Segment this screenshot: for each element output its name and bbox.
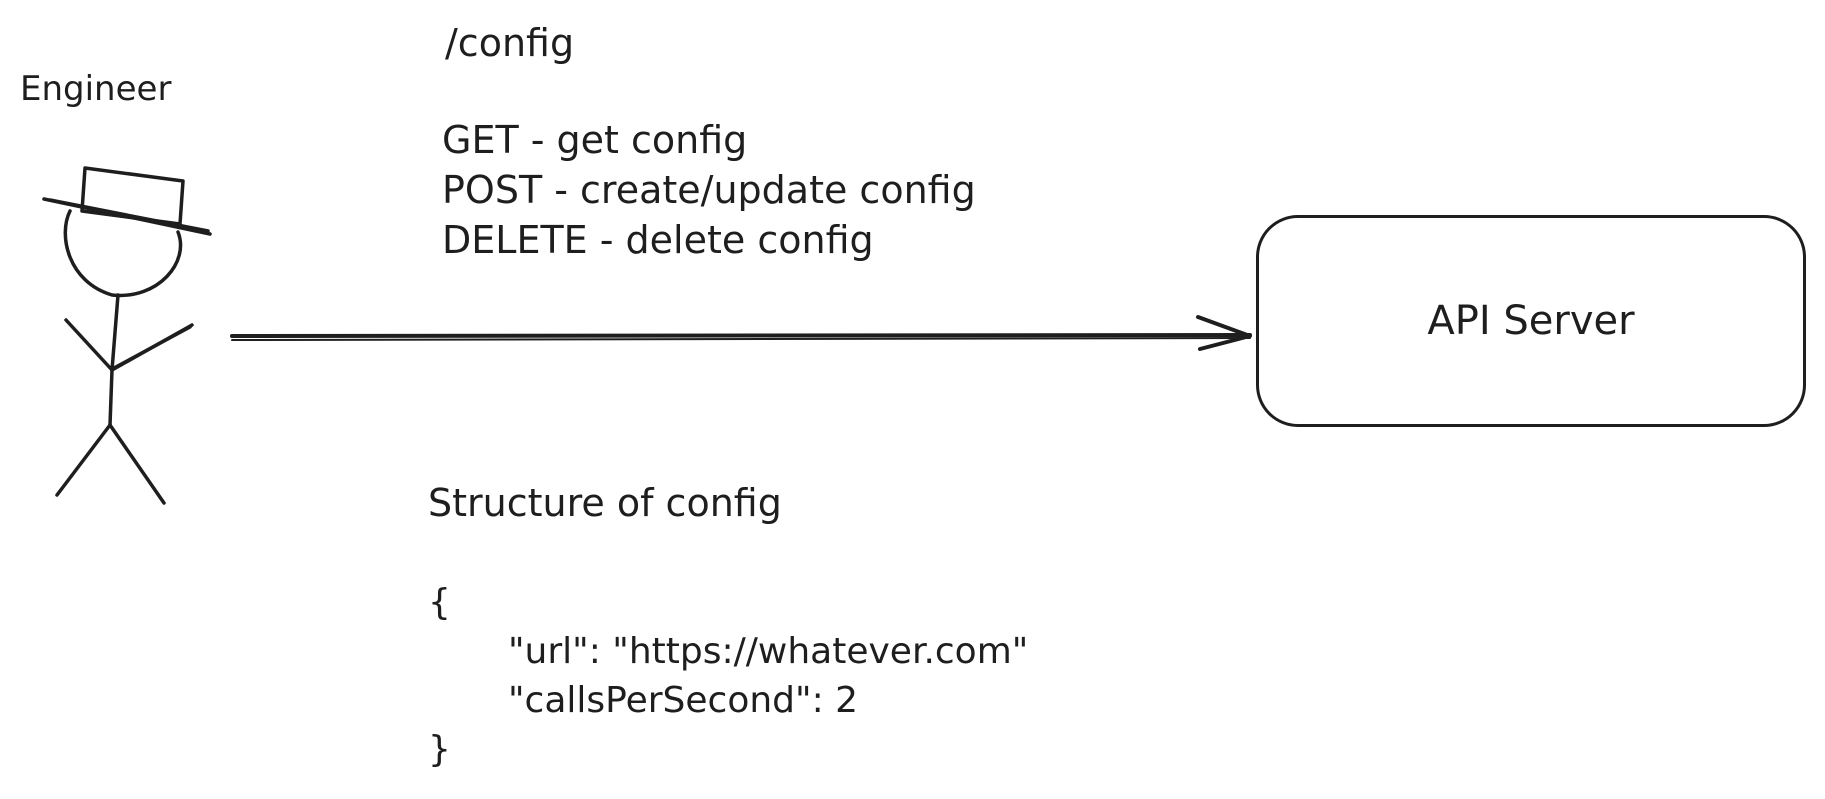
http-methods-list: GET - get config POST - create/update co… <box>442 115 976 265</box>
config-structure-title: Structure of config <box>428 481 782 525</box>
api-server-box: API Server <box>1256 215 1806 427</box>
arrow-head <box>1196 315 1252 351</box>
method-delete: DELETE - delete config <box>442 218 874 262</box>
close-brace: } <box>428 729 451 770</box>
right-leg <box>108 423 166 505</box>
api-server-label: API Server <box>1427 298 1635 344</box>
method-post: POST - create/update config <box>442 168 976 212</box>
engineer-label: Engineer <box>20 69 172 109</box>
config-structure-code: { "url": "https://whatever.com" "callsPe… <box>428 578 1028 774</box>
engineer-stick-figure-icon <box>42 166 212 505</box>
endpoint-path: /config <box>445 21 575 65</box>
left-leg <box>55 423 112 497</box>
open-brace: { <box>428 582 451 623</box>
field-url: "url": "https://whatever.com" <box>508 631 1029 672</box>
method-get: GET - get config <box>442 118 748 162</box>
left-arm <box>64 318 114 372</box>
field-calls-per-second: "callsPerSecond": 2 <box>508 680 859 721</box>
head <box>63 209 183 298</box>
